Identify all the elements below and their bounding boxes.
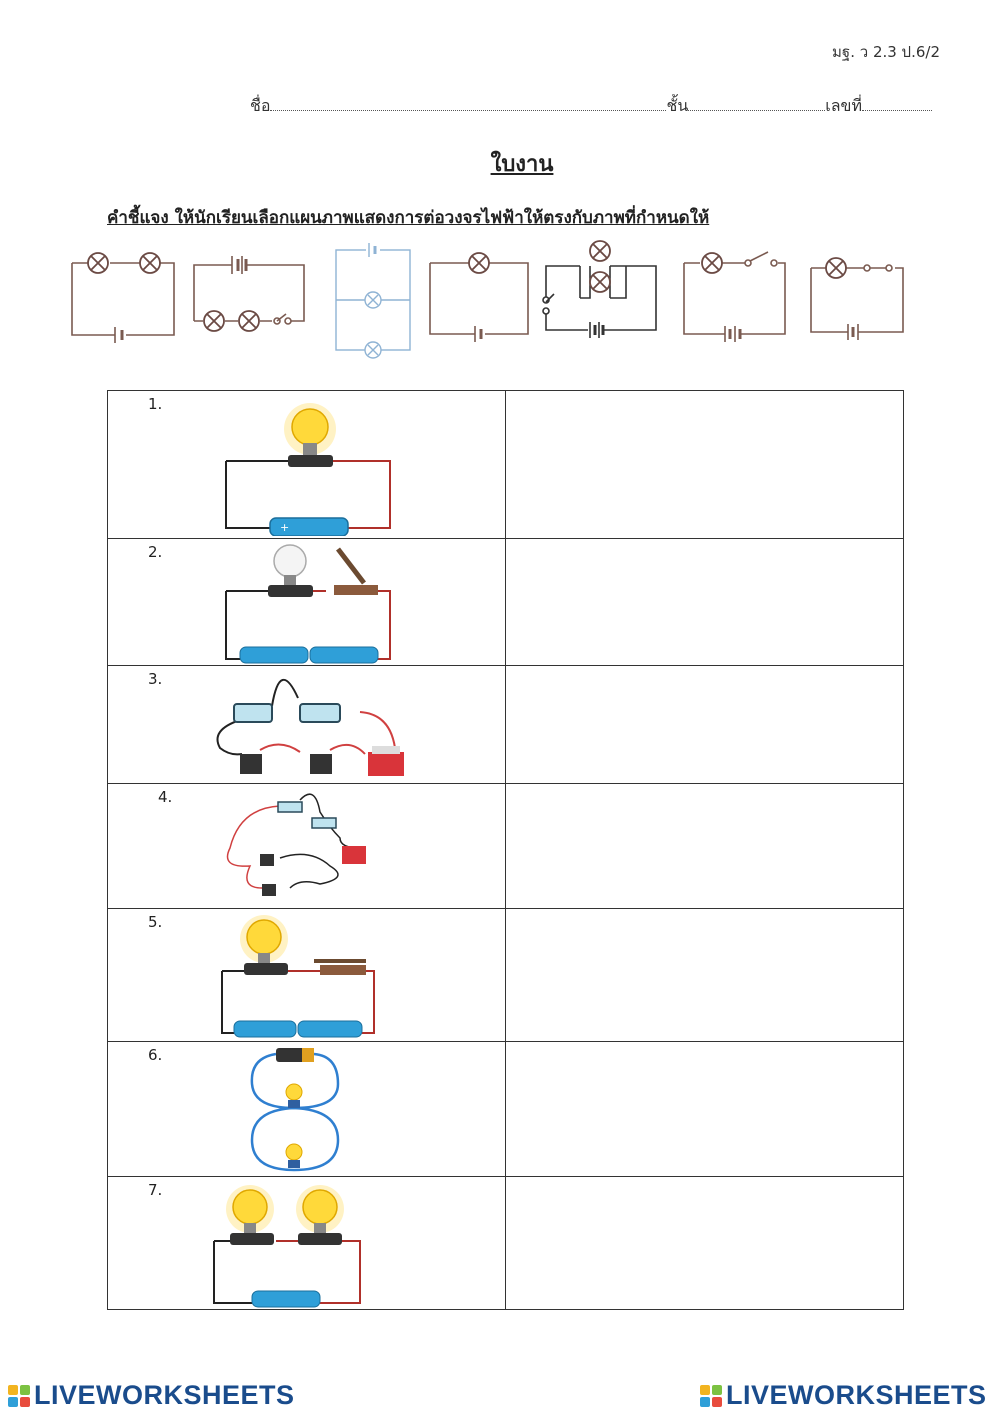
worksheet-table: 1. + 2. bbox=[106, 390, 904, 1310]
diagram-option-5 bbox=[542, 240, 657, 338]
item-number: 4. bbox=[158, 788, 173, 806]
page-title: ใบงาน bbox=[490, 152, 554, 177]
diagram-option-4 bbox=[429, 252, 529, 342]
logo-text: LIVEWORKSHEETS bbox=[34, 1380, 295, 1410]
diagram-option-3 bbox=[335, 243, 411, 359]
picture-cell: 1. + bbox=[106, 390, 507, 539]
table-row: 7. bbox=[106, 1176, 904, 1310]
circuit-picture-6 bbox=[250, 1048, 340, 1172]
name-field[interactable] bbox=[270, 96, 667, 111]
item-number: 6. bbox=[148, 1046, 163, 1064]
circuit-picture-1: + bbox=[225, 403, 391, 536]
class-label: ชั้น bbox=[666, 96, 689, 115]
circuit-picture-4 bbox=[226, 793, 366, 896]
logo-text: LIVEWORKSHEETS bbox=[726, 1380, 987, 1410]
circuit-picture-2 bbox=[225, 544, 391, 664]
number-label: เลขที่ bbox=[825, 96, 863, 115]
diagram-option-6 bbox=[683, 251, 786, 342]
class-field[interactable] bbox=[688, 96, 826, 111]
picture-cell: 5. bbox=[106, 908, 507, 1042]
table-row: 5. bbox=[106, 908, 904, 1042]
diagram-option-7 bbox=[810, 257, 904, 340]
answer-cell[interactable] bbox=[505, 908, 904, 1042]
table-row: 6. bbox=[106, 1041, 904, 1177]
answer-cell[interactable] bbox=[505, 665, 904, 784]
answer-cell[interactable] bbox=[505, 1041, 904, 1177]
answer-cell[interactable] bbox=[505, 538, 904, 666]
item-number: 7. bbox=[148, 1181, 163, 1199]
table-row: 1. + bbox=[106, 390, 904, 539]
item-number: 1. bbox=[148, 395, 163, 413]
picture-cell: 2. bbox=[106, 538, 507, 666]
picture-cell: 6. bbox=[106, 1041, 507, 1177]
circuit-picture-7 bbox=[213, 1185, 361, 1308]
table-row: 4. bbox=[106, 783, 904, 909]
instruction: คำชี้แจง ให้นักเรียนเลือกแผนภาพแสดงการต่… bbox=[107, 208, 710, 228]
liveworksheets-logo-right[interactable]: LIVEWORKSHEETS bbox=[700, 1380, 987, 1411]
picture-cell: 4. bbox=[106, 783, 507, 909]
standard-code: มฐ. ว 2.3 ป.6/2 bbox=[832, 43, 940, 61]
picture-cell: 7. bbox=[106, 1176, 507, 1310]
svg-text:+: + bbox=[280, 521, 289, 534]
student-info-line: ชื่อ ชั้น เลขที่ bbox=[250, 94, 933, 119]
name-label: ชื่อ bbox=[250, 96, 271, 115]
liveworksheets-icon bbox=[8, 1384, 30, 1407]
answer-cell[interactable] bbox=[505, 1176, 904, 1310]
circuit-diagram-options bbox=[71, 240, 904, 359]
number-field[interactable] bbox=[862, 96, 933, 111]
picture-cell: 3. bbox=[106, 665, 507, 784]
table-row: 3. bbox=[106, 665, 904, 784]
item-number: 2. bbox=[148, 543, 163, 561]
diagram-option-2 bbox=[193, 256, 305, 332]
liveworksheets-logo-left[interactable]: LIVEWORKSHEETS bbox=[8, 1380, 295, 1411]
liveworksheets-icon bbox=[700, 1384, 722, 1407]
circuit-picture-3 bbox=[216, 678, 404, 776]
item-number: 5. bbox=[148, 913, 163, 931]
table-row: 2. bbox=[106, 538, 904, 666]
answer-cell[interactable] bbox=[505, 390, 904, 539]
circuit-picture-5 bbox=[221, 915, 375, 1038]
diagram-option-1 bbox=[71, 252, 175, 343]
item-number: 3. bbox=[148, 670, 163, 688]
answer-cell[interactable] bbox=[505, 783, 904, 909]
